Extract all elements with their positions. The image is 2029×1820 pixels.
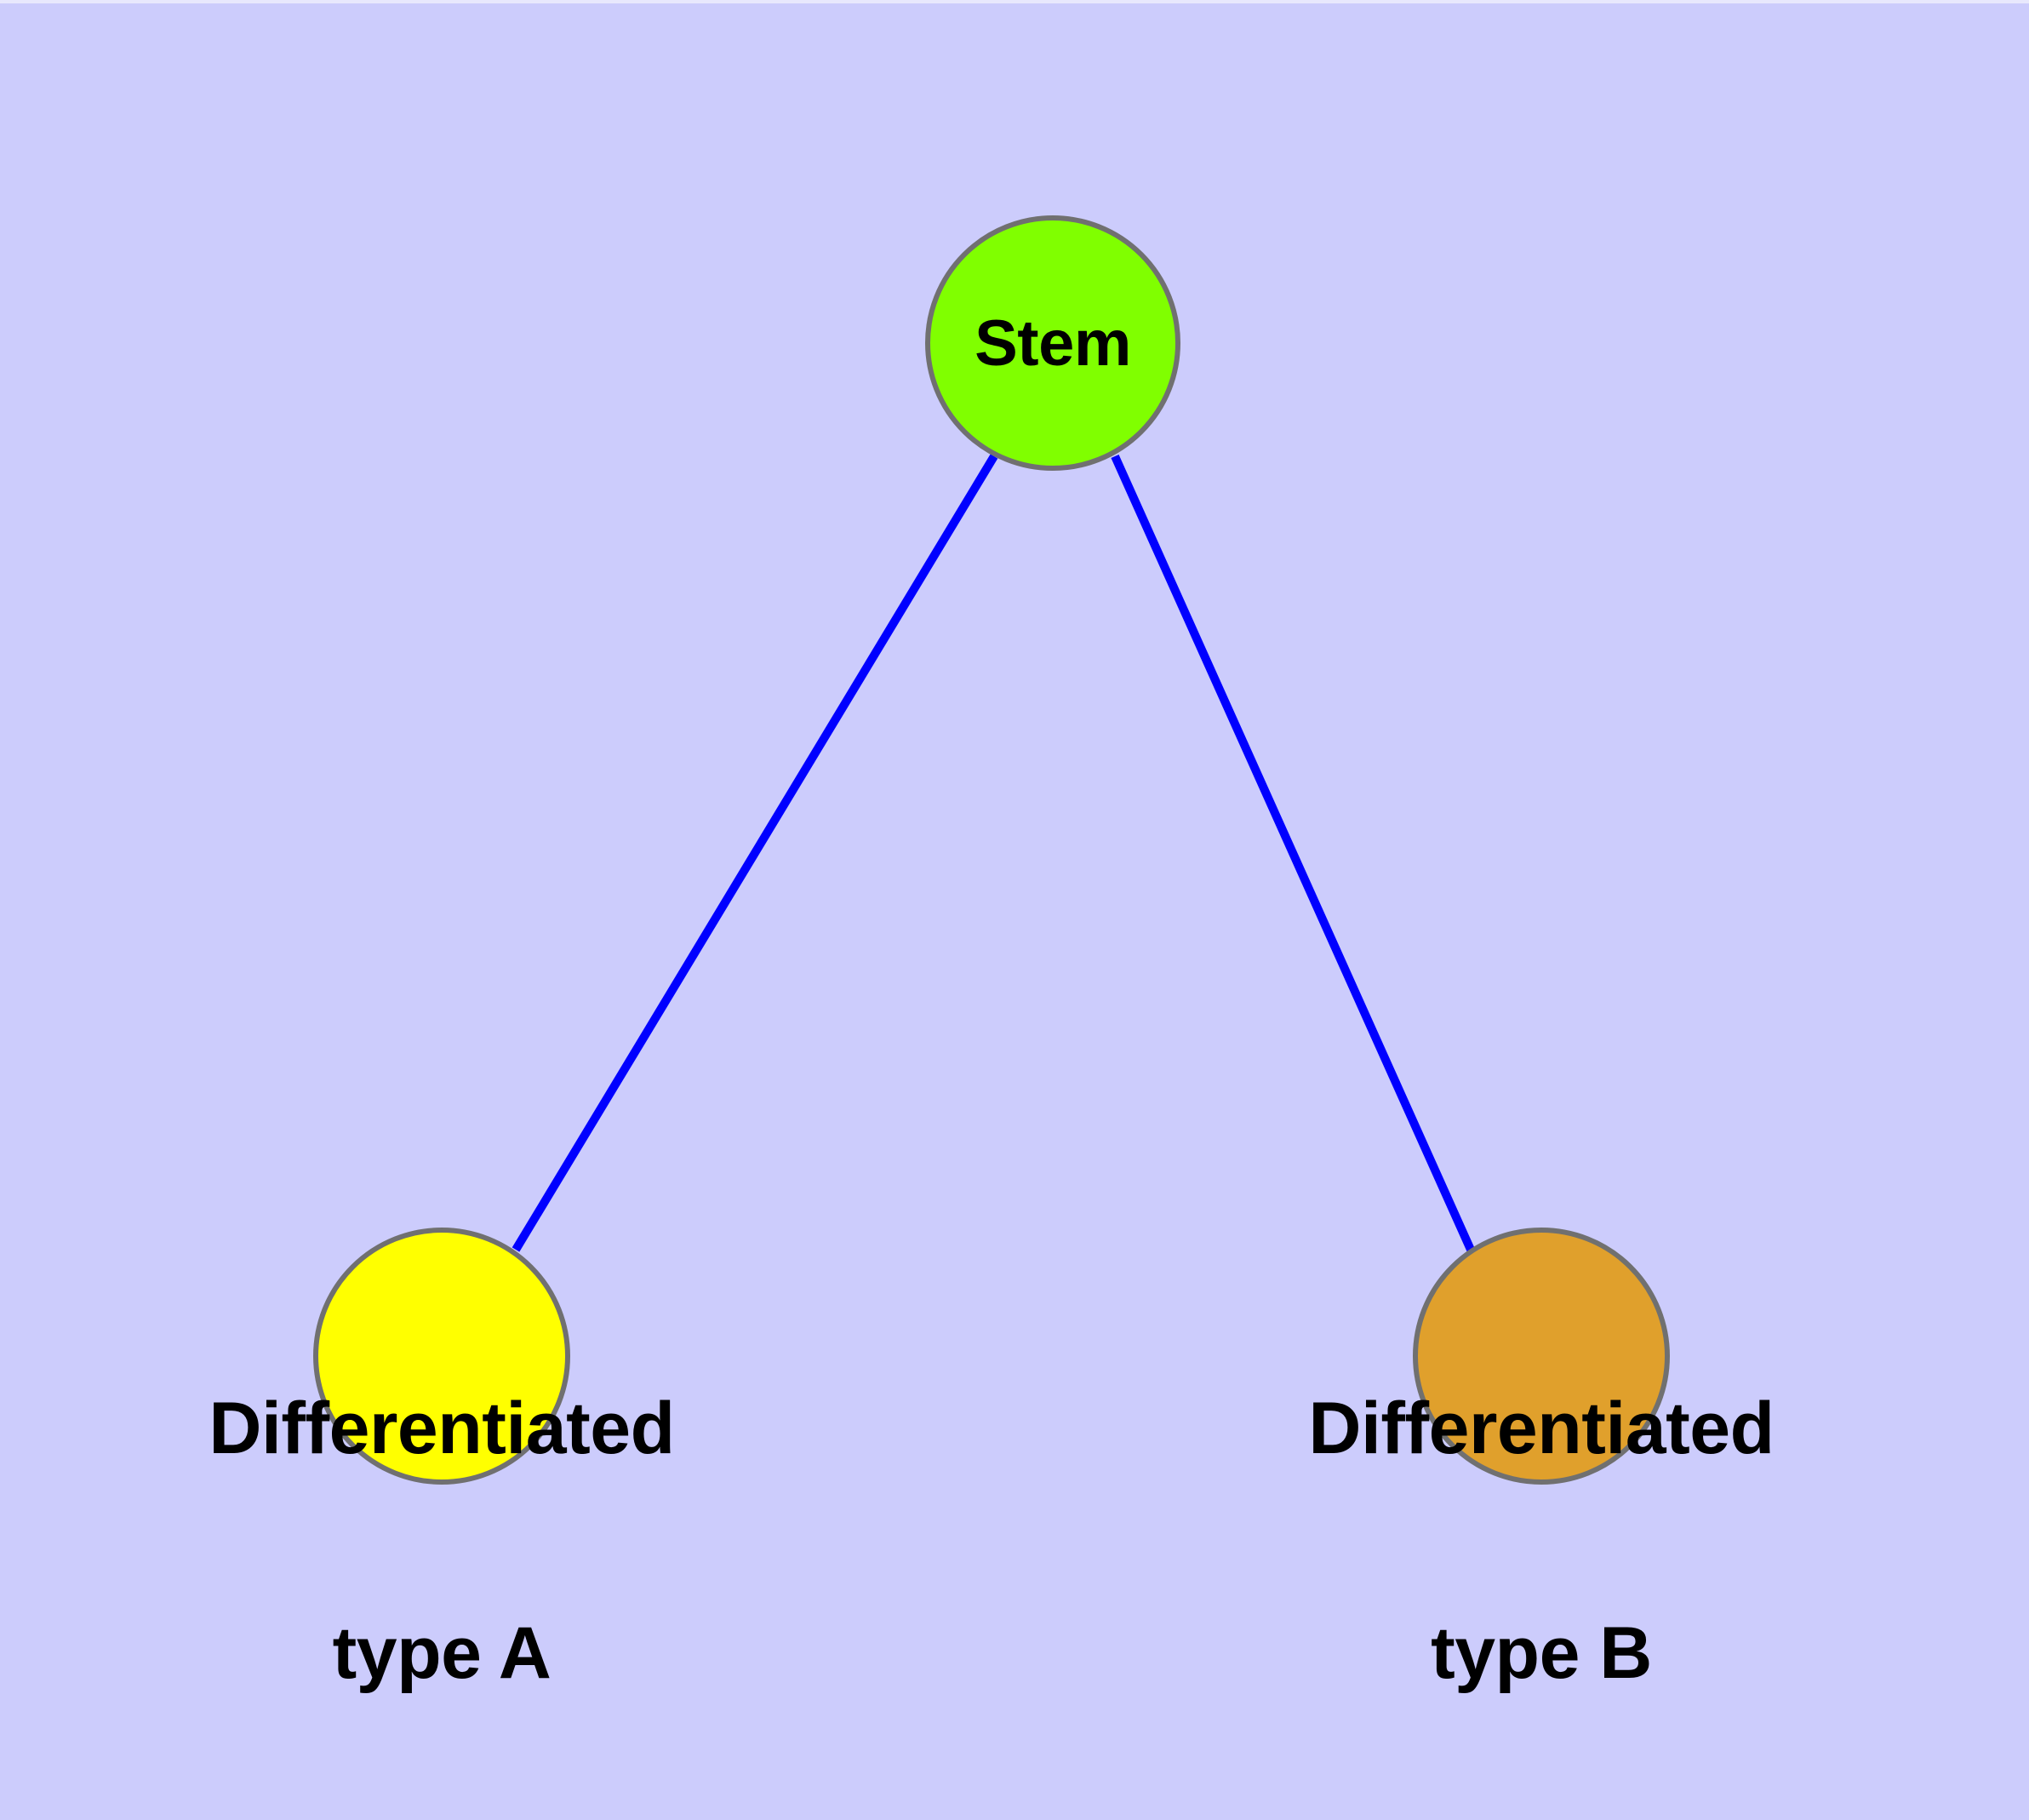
node-differentiated-type-a[interactable] <box>313 1228 570 1485</box>
node-differentiated-type-b-label-line1: Differentiated <box>1308 1388 1775 1470</box>
node-differentiated-type-b-label-line2: type B <box>1431 1611 1652 1694</box>
node-differentiated-type-a-label-line2: type A <box>332 1611 552 1694</box>
canvas-top-edge-strip <box>0 0 2029 3</box>
edge-stem-to-differentiated-type-b[interactable] <box>1111 454 1475 1252</box>
node-stem[interactable] <box>925 215 1180 471</box>
edge-stem-to-differentiated-type-a[interactable] <box>512 454 998 1252</box>
node-differentiated-type-a-label-line1: Differentiated <box>209 1388 675 1470</box>
node-differentiated-type-b[interactable] <box>1413 1228 1670 1485</box>
node-differentiated-type-b-label: Differentiated type B <box>1031 1243 2029 1820</box>
node-differentiated-type-a-label: Differentiated type A <box>0 1243 952 1820</box>
node-stem-label: Stem <box>974 307 1131 380</box>
